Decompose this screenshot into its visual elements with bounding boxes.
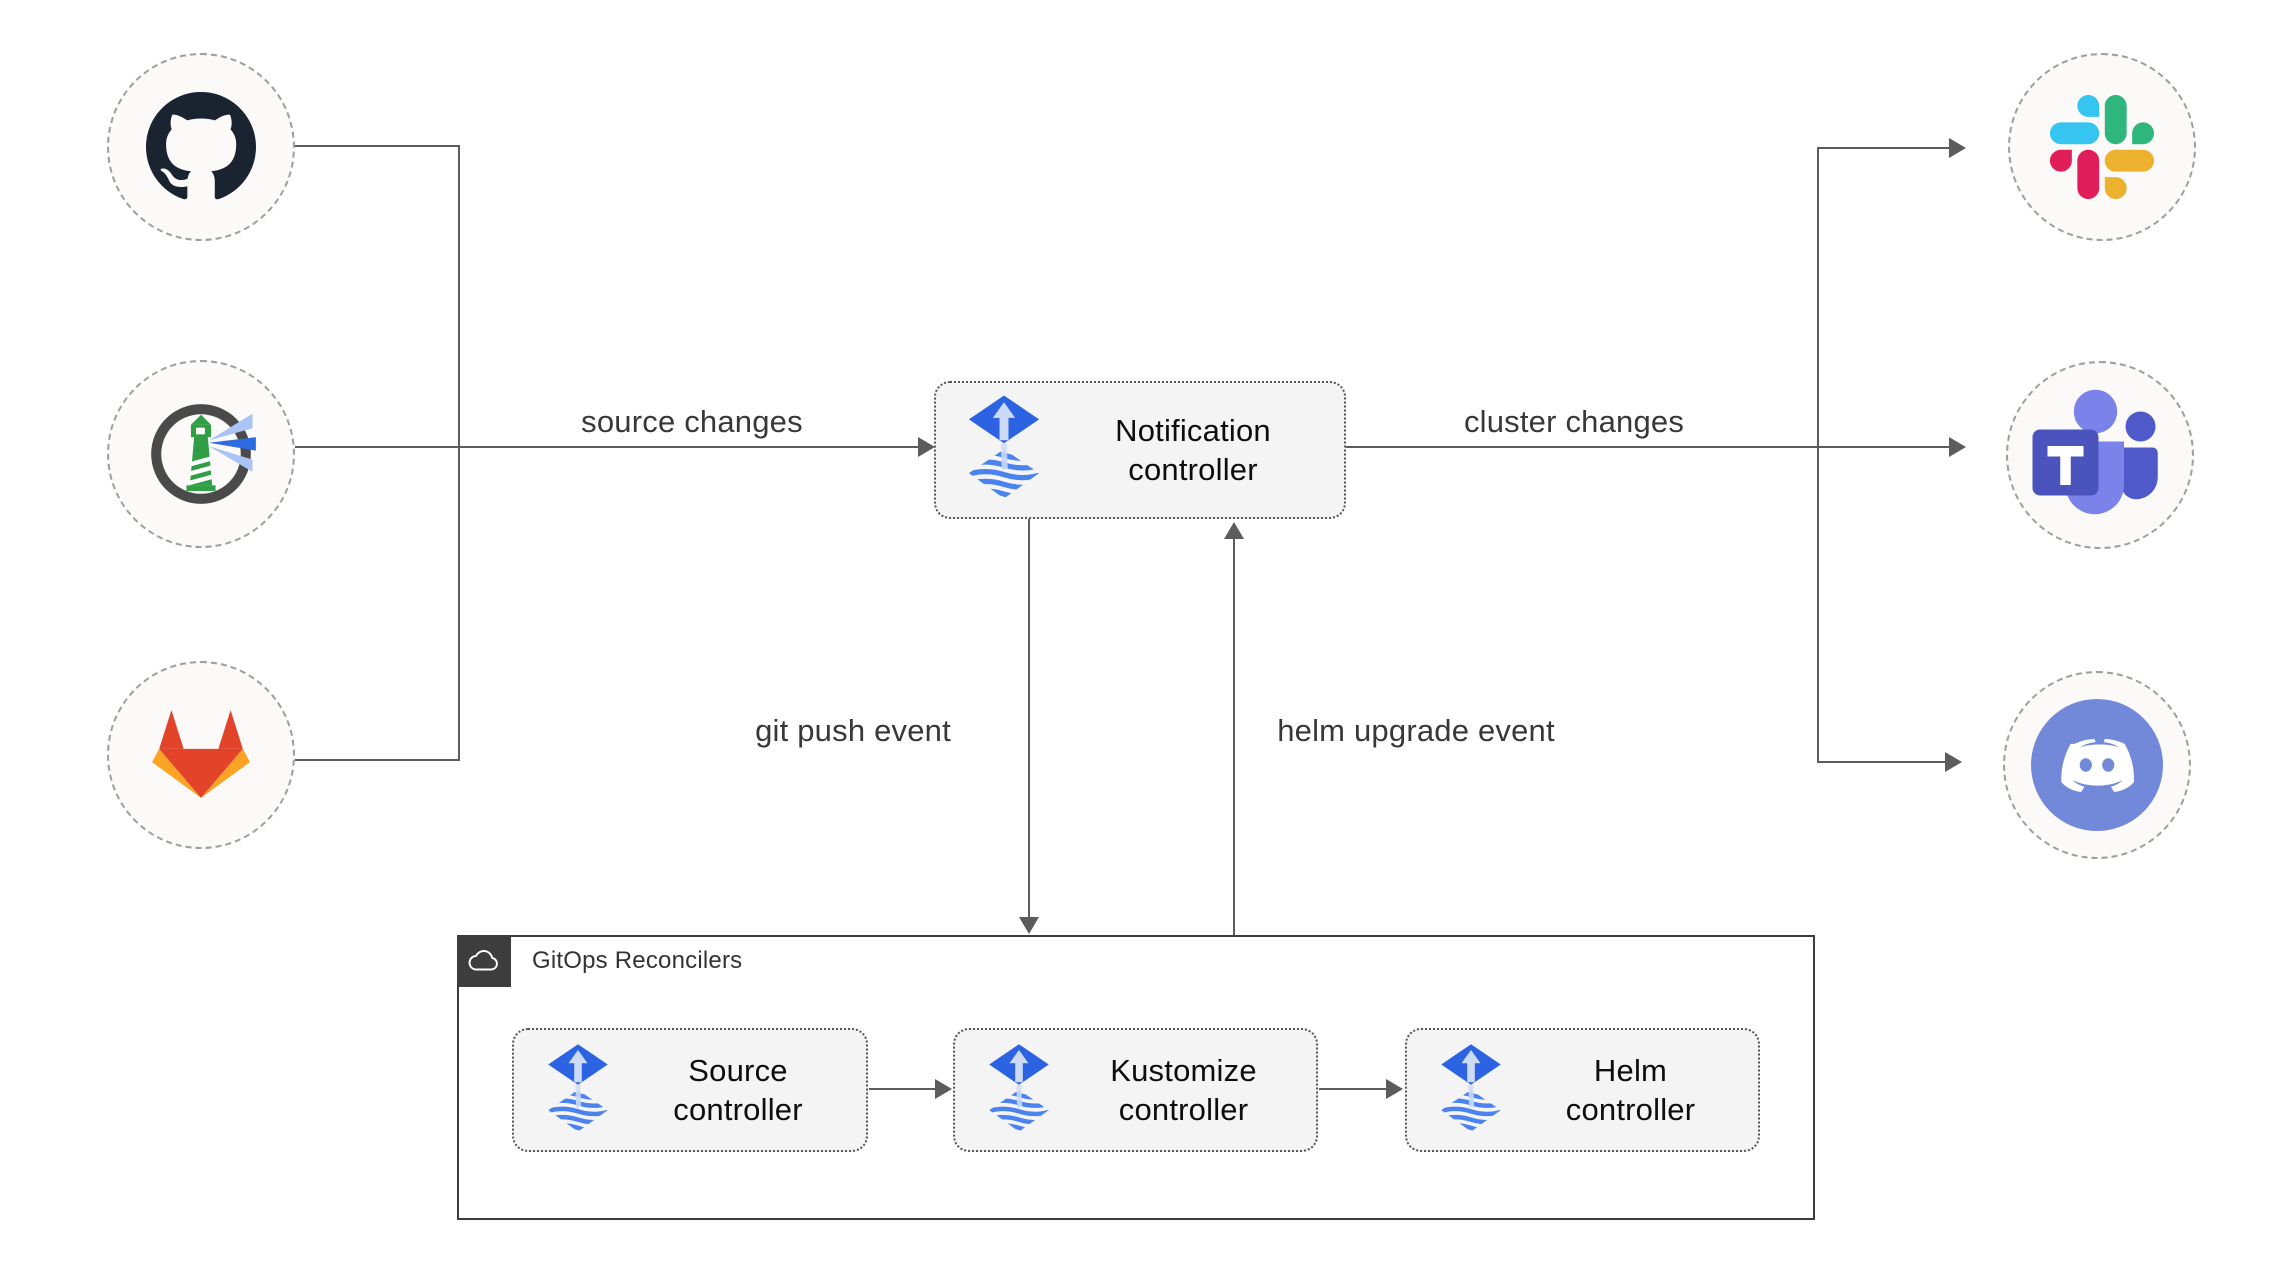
arrowhead-into-helm <box>1386 1079 1403 1099</box>
arrowhead-into-slack <box>1949 138 1966 158</box>
edge-slack-branch <box>1817 147 1951 149</box>
cloud-badge <box>457 935 511 987</box>
edge-teams-branch <box>1817 446 1951 448</box>
edge-kustomize-to-helm <box>1319 1088 1388 1090</box>
node-github <box>107 53 295 241</box>
flux-icon <box>1439 1043 1503 1138</box>
edge-source-to-kustomize <box>869 1088 937 1090</box>
edge-label-source-changes: source changes <box>581 404 803 439</box>
teams-icon <box>2025 386 2175 524</box>
arrowhead-into-reconcilers <box>1019 917 1039 934</box>
node-slack <box>2008 53 2196 241</box>
edge-left-bus <box>458 145 460 761</box>
node-gitlab <box>107 661 295 849</box>
node-kustomize-controller: Kustomize controller <box>953 1028 1318 1152</box>
github-icon <box>145 92 257 202</box>
edge-right-bus <box>1817 148 1819 762</box>
node-teams <box>2006 361 2194 549</box>
edge-source-changes-line <box>295 446 920 448</box>
edge-helm-upgrade-line <box>1233 539 1235 936</box>
gitops-reconcilers-title: GitOps Reconcilers <box>532 947 743 974</box>
arrowhead-into-kustomize <box>935 1079 952 1099</box>
edge-label-git-push-event: git push event <box>755 713 951 748</box>
kustomize-controller-label: Kustomize controller <box>1110 1052 1257 1127</box>
flux-icon <box>987 1043 1051 1138</box>
edge-github-stub <box>295 145 459 147</box>
slack-icon <box>2050 95 2154 199</box>
flux-icon <box>966 394 1042 506</box>
source-controller-label: Source controller <box>673 1052 803 1127</box>
arrowhead-into-teams <box>1949 437 1966 457</box>
edge-cluster-changes-line <box>1346 446 1818 448</box>
discord-icon <box>2031 699 2163 831</box>
harbor-icon <box>142 398 260 510</box>
flux-icon <box>546 1043 610 1138</box>
node-harbor <box>107 360 295 548</box>
edge-gitlab-stub <box>295 759 459 761</box>
helm-controller-label: Helm controller <box>1565 1052 1696 1127</box>
edge-git-push-line <box>1028 519 1030 917</box>
edge-label-helm-upgrade-event: helm upgrade event <box>1277 713 1555 748</box>
node-source-controller: Source controller <box>512 1028 868 1152</box>
arrowhead-into-notification-bottom <box>1224 522 1244 539</box>
gitlab-icon <box>150 708 252 802</box>
arrowhead-into-discord <box>1945 752 1962 772</box>
notification-controller-label: Notification controller <box>1115 412 1271 487</box>
node-discord <box>2003 671 2191 859</box>
edge-label-cluster-changes: cluster changes <box>1463 404 1685 439</box>
node-helm-controller: Helm controller <box>1405 1028 1760 1152</box>
edge-discord-branch <box>1817 761 1947 763</box>
cloud-icon <box>467 949 501 973</box>
node-notification-controller: Notification controller <box>934 381 1346 519</box>
arrowhead-into-notification <box>918 437 935 457</box>
